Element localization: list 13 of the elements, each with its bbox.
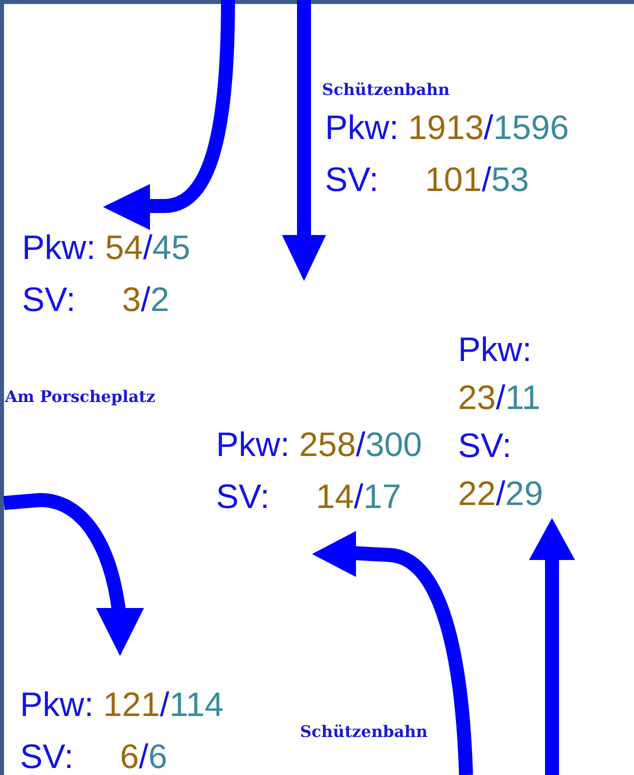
traffic-count: Pkw: 258/300 — [216, 425, 422, 466]
street-name: Schützenbahn — [322, 80, 450, 100]
street-name: Schützenbahn — [300, 722, 428, 742]
traffic-count: Pkw: 23/11 — [458, 330, 542, 419]
traffic-count: Pkw: 121/114 — [20, 685, 224, 726]
traffic-count: SV: 22/29 — [458, 426, 544, 515]
traffic-count: SV: 3/2 — [22, 280, 170, 321]
traffic-count: SV: 101/53 — [325, 160, 530, 201]
traffic-count: SV: 14/17 — [216, 477, 402, 518]
traffic-count: SV: 6/6 — [20, 737, 168, 775]
traffic-count: Pkw: 54/45 — [22, 228, 190, 269]
traffic-count: Pkw: 1913/1596 — [325, 108, 569, 149]
street-name: Am Porscheplatz — [5, 387, 156, 407]
